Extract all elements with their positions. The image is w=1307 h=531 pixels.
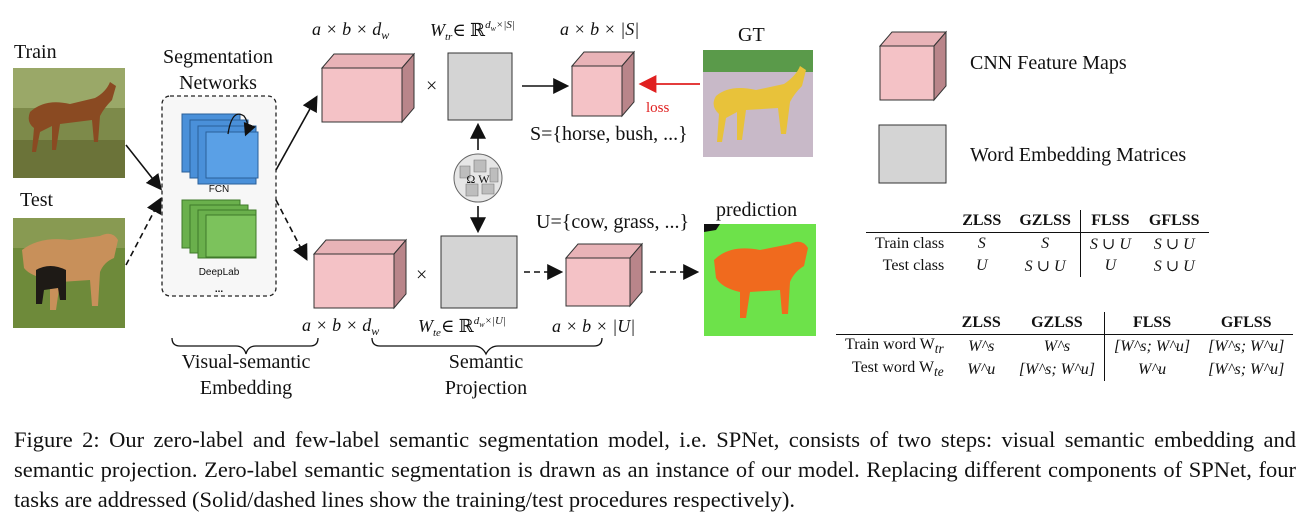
test-output-cube <box>564 242 644 308</box>
table-row: Train class S S S ∪ U S ∪ U <box>866 232 1209 255</box>
dim-top-right: a × b × |S| <box>560 19 639 39</box>
net-to-test-features-arrow <box>275 199 308 261</box>
test-photo-cow <box>13 218 125 328</box>
semantic-projection-label-1: Semantic <box>449 351 524 373</box>
wte-label: Wte∈ ℝdw×|U| <box>418 315 506 339</box>
dim-top-left: a × b × dw <box>312 19 389 42</box>
table-row: Test class U S ∪ U U S ∪ U <box>882 255 1195 277</box>
net-to-train-features-arrow <box>275 95 318 171</box>
prediction-label: prediction <box>716 199 797 221</box>
seen-classes-set: S={horse, bush, ...} <box>530 123 688 145</box>
loss-label: loss <box>646 100 670 116</box>
svg-text:Ω W: Ω W <box>466 172 490 186</box>
fcn-block <box>181 113 259 185</box>
dim-bottom-left: a × b × dw <box>302 315 379 338</box>
figure-caption: Figure 2: Our zero-label and few-label s… <box>14 427 1296 512</box>
wikipedia-globe-icon: Ω W <box>453 153 503 203</box>
legend-word-label: Word Embedding Matrices <box>970 144 1186 166</box>
test-word-matrix <box>440 235 518 309</box>
dim-bottom-right: a × b × |U| <box>552 316 635 336</box>
prediction-image <box>704 224 816 336</box>
test-to-net-arrow <box>125 197 162 266</box>
word-table: ZLSS GZLSS FLSS GFLSS Train word Wtr W^s… <box>836 312 1294 382</box>
deeplab-label: DeepLab <box>199 267 240 278</box>
times-bottom: × <box>416 264 427 286</box>
more-networks-dots: ... <box>215 284 224 295</box>
train-label: Train <box>14 41 57 63</box>
gt-label: GT <box>738 24 765 46</box>
class-table: ZLSS GZLSS FLSS GFLSS Train class S S S … <box>866 210 1209 277</box>
visual-semantic-brace <box>171 337 319 355</box>
visual-semantic-label-1: Visual-semantic <box>182 351 311 373</box>
semantic-projection-brace <box>371 337 603 356</box>
class-table-header: ZLSS GZLSS FLSS GFLSS <box>866 210 1209 233</box>
visual-semantic-label-2: Embedding <box>200 377 292 399</box>
train-feature-cube <box>320 52 416 124</box>
table-row: Test word Wte W^u [W^s; W^u] W^u [W^s; W… <box>851 358 1285 382</box>
seg-networks-title-2: Networks <box>179 72 257 94</box>
test-feature-cube <box>312 238 408 310</box>
gt-image <box>703 50 813 157</box>
diagram-canvas: Train Test Segmentation Networks FCN Dee… <box>13 19 1186 399</box>
word-table-header: ZLSS GZLSS FLSS GFLSS <box>836 312 1294 335</box>
wtr-label: Wtr∈ ℝdw×|S| <box>430 19 515 43</box>
train-to-net-arrow <box>125 144 162 191</box>
train-photo-horse <box>13 68 125 178</box>
legend-cnn-swatch <box>878 30 948 102</box>
test-label: Test <box>20 189 53 211</box>
seg-networks-title-1: Segmentation <box>163 46 273 68</box>
deeplab-block <box>181 199 257 259</box>
times-top: × <box>426 75 437 97</box>
train-word-matrix <box>447 52 513 121</box>
fcn-label: FCN <box>209 184 230 195</box>
table-row: Train word Wtr W^s W^s [W^s; W^u] [W^s; … <box>845 334 1285 359</box>
legend-word-swatch <box>878 124 947 184</box>
unseen-classes-set: U={cow, grass, ...} <box>536 211 689 233</box>
legend-cnn-label: CNN Feature Maps <box>970 52 1127 74</box>
train-output-cube <box>570 50 636 118</box>
semantic-projection-label-2: Projection <box>445 377 527 399</box>
